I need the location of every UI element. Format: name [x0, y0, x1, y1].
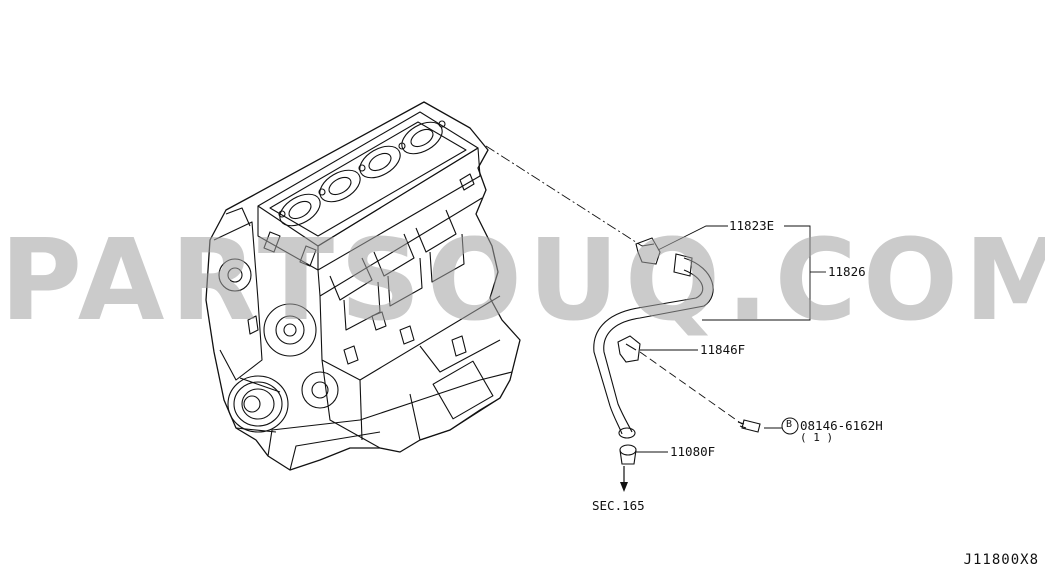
- leader-engine-to-11823E: [485, 145, 643, 247]
- label-11080F: 11080F: [670, 444, 716, 459]
- part-11846F-bracket: [617, 335, 641, 363]
- bolt-marker-circle: [781, 417, 799, 435]
- pcv-hose: [593, 253, 714, 439]
- bolt-08146-6162H: [737, 419, 761, 433]
- part-11080F-connector: [619, 444, 637, 465]
- label-11823E: 11823E: [729, 218, 775, 233]
- arrow-down-icon: [620, 466, 628, 492]
- label-11826: 11826: [828, 264, 866, 279]
- label-08146-6162H: 08146-6162H: [800, 418, 883, 433]
- callout-lines: [636, 225, 826, 453]
- label-bolt-quantity: ( 1 ): [800, 431, 834, 444]
- engine-drawing: [205, 101, 521, 471]
- label-sec-165: SEC.165: [592, 498, 645, 513]
- part-11823E-clip: [635, 237, 661, 265]
- bolt-marker-letter: B: [786, 419, 793, 430]
- leader-bracket-to-bolt: [639, 351, 743, 425]
- label-11846F: 11846F: [700, 342, 746, 357]
- diagram-code: J11800X8: [963, 552, 1039, 568]
